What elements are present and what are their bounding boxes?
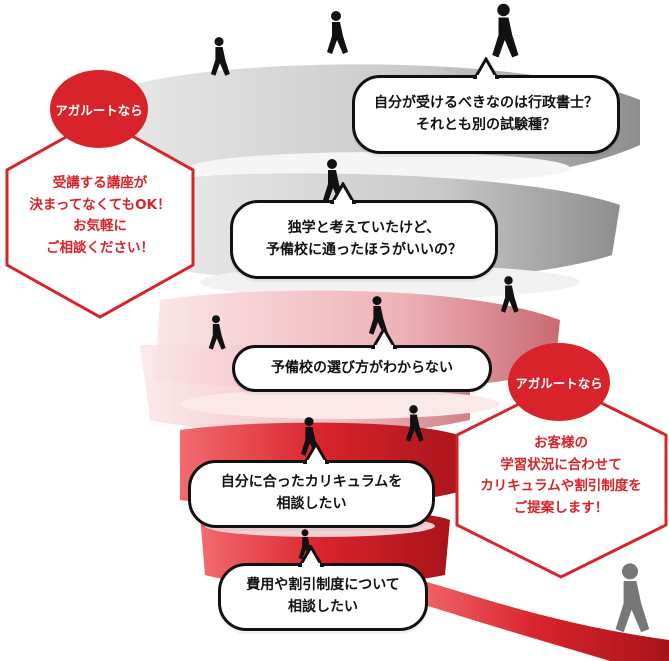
question-bubble-5: 費用や割引制度について 相談したい	[218, 563, 428, 631]
right-badge: アガルートなら	[508, 343, 610, 421]
bubble-tail	[330, 182, 356, 204]
walking-person-icon	[327, 11, 348, 54]
ribbon-tail	[410, 580, 669, 661]
walking-person-icon	[368, 296, 388, 335]
bubble-tail	[298, 545, 324, 567]
question-bubble-3: 予備校の選び方がわからない	[232, 345, 492, 392]
question-bubble-text: 予備校の選び方がわからない	[271, 359, 453, 376]
question-bubble-4: 自分に合ったカリキュラムを 相談したい	[188, 460, 435, 528]
right-hexagon	[455, 381, 668, 579]
question-bubble-1: 自分が受けるべきなのは行政書士？ それとも別の試験種？	[352, 75, 620, 154]
bubble-tail	[473, 57, 499, 79]
walking-person-icon	[405, 405, 424, 442]
walking-person-icon	[208, 315, 226, 350]
bubble-tail	[371, 327, 397, 349]
ribbon-hole-3	[180, 389, 500, 419]
question-bubble-2: 独学と考えていたけど、 予備校に通ったほうがいいの？	[230, 200, 498, 279]
left-hexagon	[5, 116, 195, 319]
left-badge: アガルートなら	[50, 70, 148, 148]
question-bubble-text: 自分に合ったカリキュラムを 相談したい	[220, 474, 403, 512]
walking-person-icon	[615, 563, 650, 633]
walking-person-icon	[500, 276, 519, 313]
walking-person-icon	[210, 37, 230, 76]
right-callout-message: お客様の 学習状況に合わせて カリキュラムや割引制度を ご提案します！	[480, 435, 642, 516]
left-callout-message: 受講する講座が 決まってなくてもOK！ お気軽に ご相談ください！	[29, 175, 171, 256]
question-bubble-text: 独学と考えていたけど、 予備校に通ったほうがいいの？	[266, 219, 462, 258]
bubble-tail	[303, 442, 329, 464]
walking-person-icon	[492, 3, 519, 58]
question-bubble-text: 自分が受けるべきなのは行政書士？ それとも別の試験種？	[374, 94, 598, 133]
question-bubble-text: 費用や割引制度について 相談したい	[246, 577, 400, 615]
